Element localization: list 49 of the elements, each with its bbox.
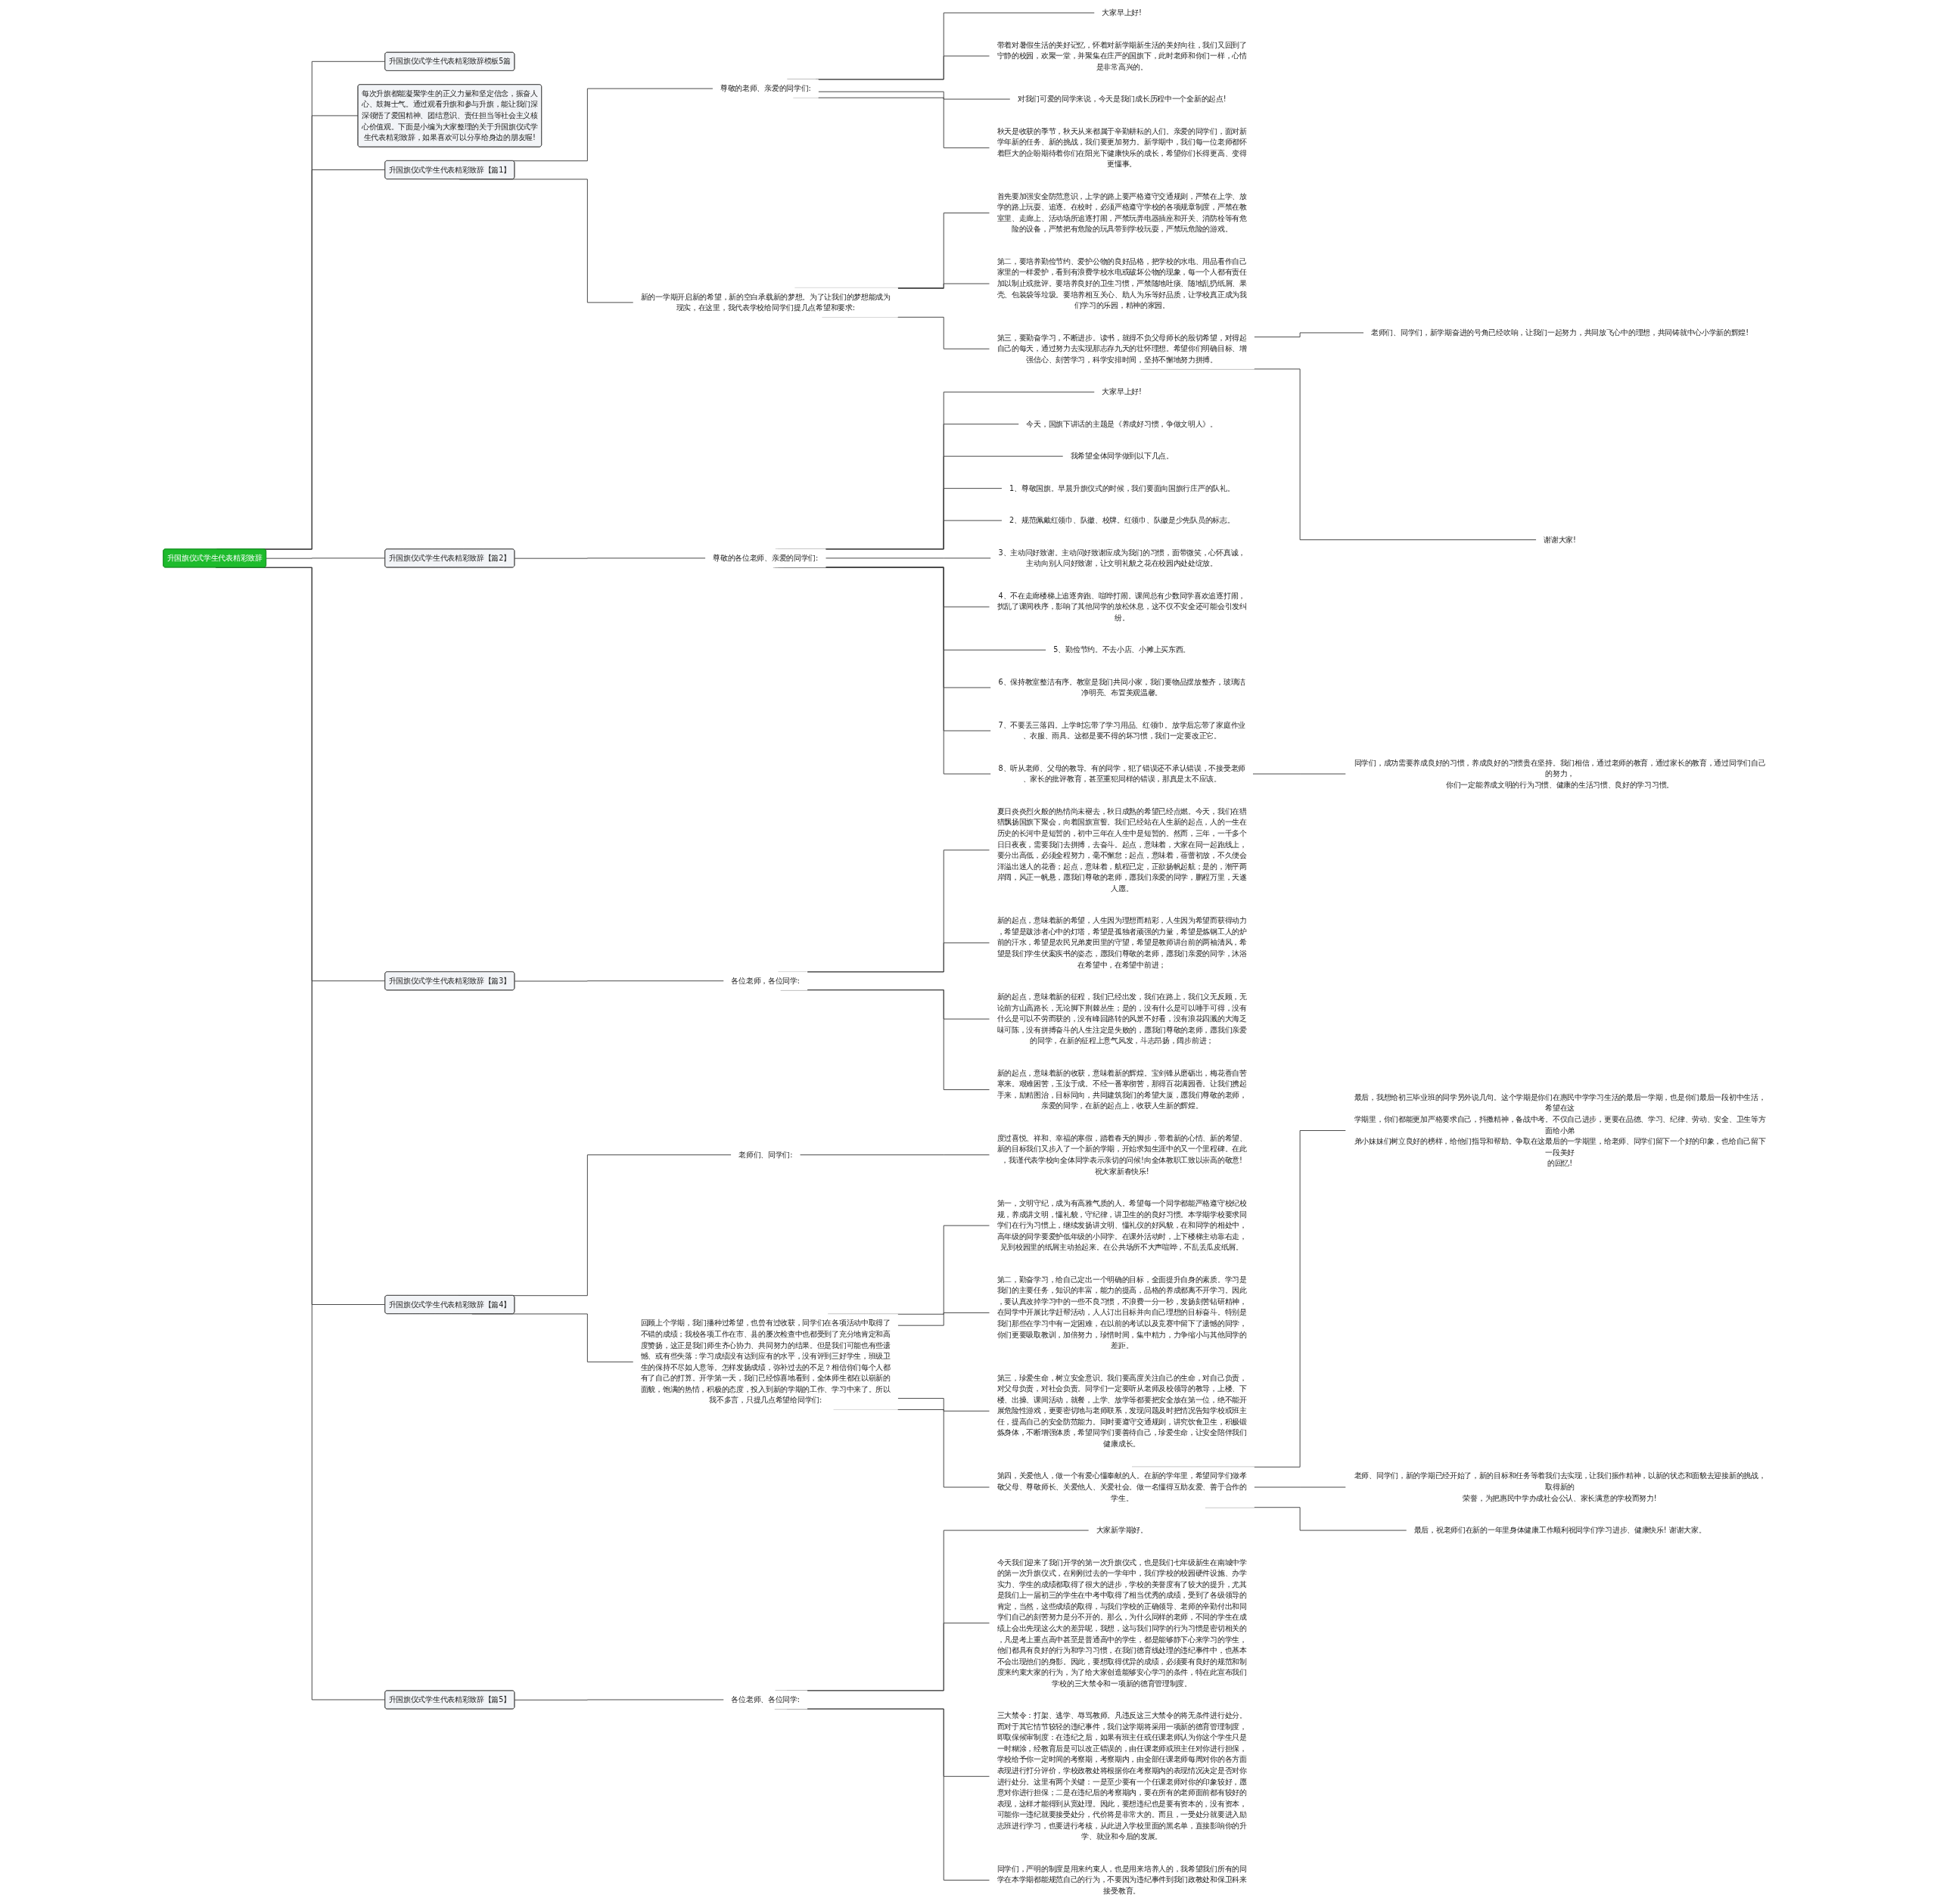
connector [514,1699,725,1701]
node-text: 新的起点，意味着新的收获，意味着新的辉煌。宝剑锋从磨砺出，梅花香自苦寒来。艰难困苦，玉汝于成。不经一番寒彻苦，那得百花满园香。让我们携起手来，励精图治，目标同向，共同建筑我们的希望大厦，愿我们尊敬的老师，亲爱的同学，在新的起点上，收获人生新的辉煌。 [996,1068,1247,1110]
node-text: 4、不在走廊楼梯上追逐奔跑、喧哗打闹。课间总有少数同学喜欢追逐打闹，扰乱了课间秩序，影响了其他同学的放松休息，这不仅不安全还可能会引发纠纷。 [996,591,1247,623]
node-text: 同学们，严明的制度是用来约束人，也是用来培养人的，我希望我们所有的同学在本学期都能规范自己的行为，不要因为违纪事件到我们政教处和保卫科来接受教育。 [996,1864,1247,1896]
node-text: 第一，文明守纪，成为有高雅气质的人。希望每一个同学都能严格遵守校纪校规，养成讲文明，懂礼貌，守纪律，讲卫生的的良好习惯。本学期学校要求同学们在行为习惯上，继续发扬讲文明、懂礼仪的好风貌，在和同学的相处中，高年级的同学要爱护低年级的小同学。在课外活动时，上下楼梯主动靠右走，见到校园里的纸屑主动拾起来。在公共场所不大声喧哗，不乱丢瓜皮纸屑。 [996,1198,1247,1252]
connector [514,980,725,982]
node-text: 第二，勤奋学习，给自己定出一个明确的目标，全面提升自身的素质。学习是我们的主要任务，知识的丰富，能力的提高，品格的养成都离不开学习。因此，要认真改掉学习中的一些不良习惯，不浪费一分一秒，发扬刻苦钻研精神，在同学中开展比学赶帮活动，人人订出目标并向自己理想的目标奋斗。特别是我们那些在学习中有一定困难，在以前的考试以及竞赛中留下了遗憾的同学，你们更要吸取教训，加倍努力，珍惜时间，集中精力，力争缩小与其他同学的差距。 [996,1275,1247,1350]
node-text: 带着对暑假生活的美好记忆，怀着对新学期新生活的美好向往，我们又回到了宁静的校园，欢聚一堂，并聚集在庄严的国旗下，此时老师和你们一样，心情是非常高兴的。 [996,40,1247,72]
connector [897,1312,990,1326]
node-text: 老师们、同学们: [738,1150,793,1160]
connector [897,283,990,289]
node-text: 最后，祝老师们在新的一年里身体健康工作顺利祝同学们学习进步、健康快乐! 谢谢大家。 [1413,1526,1706,1535]
node-text: 7、不要丢三落四。上学时忘带了学习用品、红领巾。放学后忘带了家庭作业、衣服、雨具。这都是要不得的坏习惯，我们一定要改正它。 [998,720,1245,741]
node-text: 今天，国旗下讲话的主题是《养成好习惯，争做文明人》。 [1026,419,1217,429]
connector [897,1398,990,1412]
node-text: 我希望全体同学做到以下几点。 [1070,452,1174,461]
node-text: 老师们、同学们，新学期奋进的号角已经吹响，让我们一起努力，共同放飞心中的理想，共同铸就中心小学新的辉煌! [1371,328,1749,337]
node-text: 今天我们迎来了我们开学的第一次升旗仪式，也是我们七年级新生在南城中学的第一次升旗仪式，在刚刚过去的一学年中，我们学校的校园硬件设施、办学实力、学生的成绩都取得了很大的进步，学校的美誉度有了较大的提升，尤其是我们上一届初三的学生在中考中取得了相当优秀的成绩，受到了各级领导的肯定，当然，这些成绩的取得，与我们学校的正确领导、老师的辛勤付出和同学们自己的刻苦努力是分不开的。那么，为什么同样的老师，不同的学生在成绩上会出先现这么大的差异呢，我想，这与我们同学的行为习惯是密切相关的，凡是考上重点高中甚至是普通高中的学生，都是能够静下心来学习的学生，他们都具有良好的行为和学习习惯，在我们德育线处理的违纪事件中，也基本不会出现他们的身影。因此，要想取得优异的成绩，必须要有良好的规范和制度来约束大家的行为，为了给大家创造能够安心学习的条件，特在此宣布我们学校的三大禁令和一项新的德育管理制度。 [996,1558,1247,1688]
node-text: 新的起点，意味着新的征程，我们已经出发，我们在路上，我们义无反顾，无论前方山高路长，无论脚下荆棘丛生；是的，没有什么是可以唾手可得，没有什么是可以不劳而获的，没有峰回路转的风景不好看，没有浪花四溅的大海乏味可陈，没有拼搏奋斗的人生注定是失败的，愿我们尊敬的老师，愿我们亲爱的同学，在新的征程上意气风发，斗志昂扬，阔步前进； [996,992,1247,1045]
node-text: 新的起点，意味着新的希望，人生因为理想而精彩，人生因为希望而获得动力，希望是跋涉者心中的灯塔，希望是孤独者顽强的力量，希望是炼钢工人的炉前的汗水，希望是农民兄弟麦田里的守望，希望是教师讲台前的两袖清风，希望是我们学生伏案疾书的姿态，愿我们尊敬的老师，愿我们亲爱的同学，沐浴在希望中，在希望中前进； [996,916,1247,969]
node-text: 第二，要培养勤俭节约、爱护公物的良好品格，把学校的水电、用品看作自己家里的一样爱护，看到有浪费学校水电或破坏公物的现象，每一个人都有责任加以制止或批评。要培养良好的卫生习惯，严禁随地吐痰、随地乱扔纸屑、果壳、包装袋等垃圾。要培养相互关心、助人为乐等好品质，让学校真正成为我们学习的乐园，精神的家园。 [996,256,1247,310]
node-text: 大家早上好! [1102,387,1142,396]
node-text: 第三，珍爱生命，树立安全意识。我们要高度关注自己的生命，对自己负责，对父母负责，对社会负责。同学们一定要听从老师及校领导的教导，上楼、下楼、出操、课间活动，就餐，上学、放学等都要把安全放在第一位，绝不能开展危险性游戏，更要密切地与老师联系，发现问题及时把情况告知学校或班主任，提高自己的安全防范能力。同时要遵守交通规则，讲究饮食卫生，积极锻炼身体，不断增强体质，希望同学们要善待自己，珍爱生命，让安全陪伴我们健康成长。 [996,1373,1247,1449]
connector [807,942,990,973]
node-text: 秋天是收获的季节，秋天从来都属于辛勤耕耘的人们。亲爱的同学们，面对新学年新的任务、新的挑战，我们要更加努力。新学期中，我们每一位老师都怀着巨大的企盼期待着你们在阳光下健康快乐的成长，希望你们长得更高、变得更懂事。 [996,126,1247,169]
connector [825,558,992,559]
node-text: 同学们，成功需要养成良好的习惯，养成良好的习惯贵在坚持。我们相信，通过老师的教育，通过家长的教育，通过同学们自己的努力，你们一定能养成文明的行为习惯、健康的生活习惯、良好的学习习惯。 [1354,758,1766,790]
node-text: 度过喜悦、祥和、幸福的寒假，踏着春天的脚步，带着新的心情、新的希望、新的目标我们又步入了一个新的学期，开始求知生涯中的又一个里程碑。在此，我谨代表学校向全体同学表示亲切的问候!向全体教职工致以崇高的敬意!祝大家新春快乐! [996,1133,1247,1176]
node-text: 大家新学期好。 [1096,1526,1148,1535]
connector [514,558,706,559]
node-text: 谢谢大家! [1544,535,1576,545]
node-text: 夏日炎炎烈火般的热情尚未褪去，秋日成熟的希望已经点燃。今天，我们在猎猎飘扬国旗下聚会，向着国旗宣誓。我们已经站在人生新的起点，人的一生在历史的长河中是短暂的，初中三年在人生中是短暂的。然而，三年，一千多个日日夜夜，需要我们去拼搏，去奋斗。起点，意味着，大家在同一起跑线上，要分出高低，必须全程努力，毫不懈怠；起点，意味着，蓓蕾初放，不久便会洋溢出迷人的花香；起点，意味着，航程已定，正欲扬帆起航；是的，潮平两岸阔，风正一帆悬，愿我们尊敬的老师，愿我们亲爱的同学，鹏程万里，天遂人愿。 [996,806,1247,893]
node-text: 大家早上好! [1102,8,1142,17]
connector [799,1154,990,1156]
node-text: 最后，我想给初三毕业班的同学另外说几句。这个学期是你们在惠民中学学习生活的最后一学期，也是你们最后一段初中生活，希望在这学期里，你们都能更加严格要求自己，抖擞精神，备战中考。不仅自己进步，更要在品德、学习、纪律、劳动、安全、卫生等方面给小弟弟小妹妹们树立良好的榜样，给他们指导和帮助。争取在这最后的一学期里，给老师、同学们留下一个好的印象，也给自己留下一段美好的回忆! [1354,1092,1766,1168]
node-text: 2、规范佩戴红领巾、队徽、校牌。红领巾、队徽是少先队员的标志。 [1009,516,1235,525]
node-text: 1、尊敬国旗。早晨升旗仪式的时候，我们要面向国旗行庄严的队礼。 [1009,483,1235,493]
node-text: 3、主动问好致谢。主动问好致谢应成为我们的习惯，面带微笑，心怀真诚，主动向别人问好致谢，让文明礼貌之花在校园内处处绽放。 [998,548,1245,568]
connector [817,91,1011,100]
node-text: 8、听从老师、父母的教导。有的同学，犯了错误还不承认错误，不接受老师、家长的批评教育，甚至重犯同样的错误，那真是太不应该。 [998,763,1245,784]
node-text: 老师、同学们，新的学期已经开始了，新的目标和任务等着我们去实现，让我们振作精神，以新的状态和面貌去迎接新的挑战，取得新的荣誉，为把惠民中学办成社会公认、家长满意的学校而努力! [1354,1471,1766,1503]
node-text: 5、勤俭节约。不去小店、小摊上买东西。 [1053,645,1191,654]
connector [1253,332,1364,337]
node-text: 6、保持教室整洁有序。教室是我们共同小家，我们要物品摆放整齐，玻璃洁净明亮、布置美观温馨。 [998,677,1245,697]
node-text: 三大禁令：打架、逃学、辱骂教师。凡违反这三大禁令的将无条件进行处分。而对于其它情节较轻的违纪事件，我们这学期将采用一项新的德育管理制度，即取保候审制度：在违纪之后，如果有班主任或任课老师认为你这个学生只是一时糊涂，经教育后是可以改正错误的，由任课老师或班主任对你进行担保，学校给予你一定时间的考察期，考察期内，由全部任课老师每周对你的各方面表现进行打分评价，学校政教处将根据你在考察期内的表现情况决定是否对你进行处分。这里有两个关键：一是至少要有一个任课老师对你的印象较好，愿意对你进行担保；二是在违纪后的考察期内，要在所有的老师面前都有较好的表现，这样才能得到从宽处理。因此，要想违纪也是要有资本的，没有资本，可能你一违纪就要接受处分，代价将是非常大的。而且，一受处分就要进入励志班进行学习，也要进行考核，从此进入学校里面的黑名单，直接影响你的升学、就业和今后的发展。 [996,1711,1247,1841]
connector [266,558,386,559]
node-text: 对我们可爱的同学来说，今天是我们成长历程中一个全新的起点! [1017,95,1227,104]
node-text: 首先要加强安全防范意识，上学的路上要严格遵守交通规则，严禁在上学、放学的路上玩耍、追逐。在校时，必须严格遵守学校的各项规章制度，严禁在教室里、走廊上、活动场所追逐打闹，严禁玩弄电器插座和开关、消防栓等有危险的设备，严禁把有危险的玩具带到学校玩耍，严禁玩危险的游戏。 [996,191,1247,234]
connector [1252,773,1347,775]
